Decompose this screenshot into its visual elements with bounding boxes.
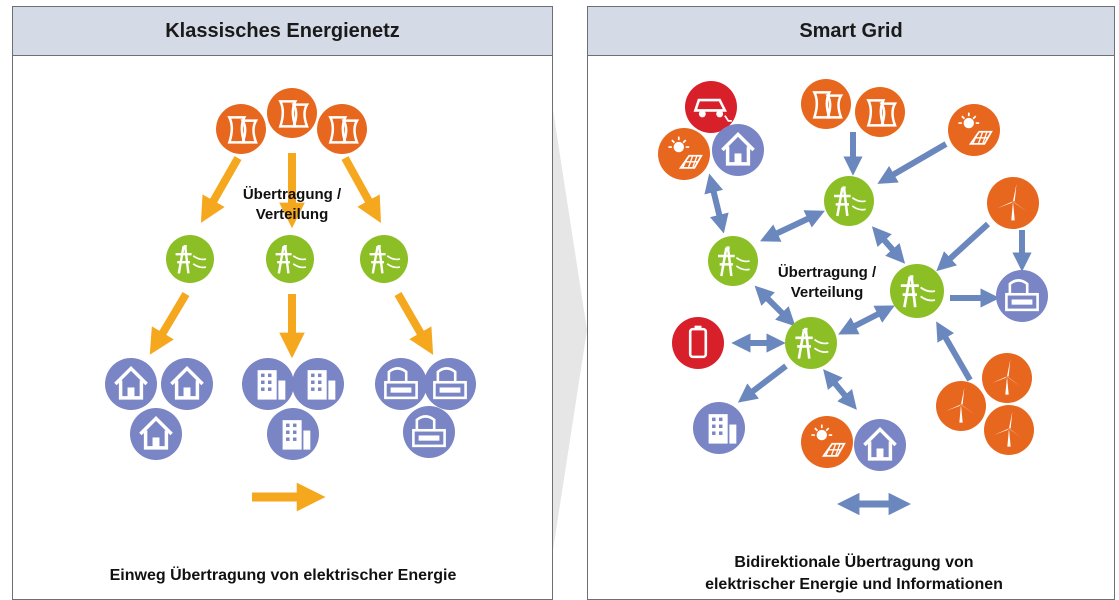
power-tower-icon	[166, 235, 214, 283]
transition-wedge	[553, 110, 587, 550]
classic-power-plant-icons	[216, 88, 367, 154]
classic-industry-icons	[375, 358, 476, 458]
cooling-tower-icon	[216, 104, 266, 154]
office-building-icon	[267, 408, 319, 460]
cooling-tower-icon	[855, 87, 905, 137]
power-tower-icon	[266, 235, 314, 283]
power-tower-icon	[785, 317, 837, 369]
power-tower-icon	[824, 176, 874, 226]
power-tower-icon	[890, 264, 944, 318]
classic-grid-tower-icons	[166, 235, 408, 283]
wind-turbine-icon	[987, 177, 1039, 229]
solar-icon	[801, 416, 853, 468]
wind-farm-icons	[936, 353, 1034, 455]
wind-turbine-icon	[936, 381, 986, 431]
classic-grid-title: Klassisches Energienetz	[13, 7, 552, 56]
smart-caption-1: Bidirektionale Übertragung von	[734, 552, 973, 571]
wind-turbine-icon	[984, 405, 1034, 455]
office-building-icon	[292, 358, 344, 410]
smart-grid-tower-icons	[708, 176, 944, 369]
smart-center-label-1: Übertragung /	[778, 264, 877, 281]
classic-center-label-2: Verteilung	[256, 206, 329, 223]
office-building-icon	[693, 402, 745, 454]
battery-icon	[672, 317, 724, 369]
house-icon	[130, 408, 182, 460]
power-tower-icon	[708, 236, 758, 286]
classic-building-icons	[242, 358, 344, 460]
classic-oneway-arrows	[149, 153, 434, 359]
cooling-tower-icon	[317, 104, 367, 154]
factory-icon	[996, 270, 1048, 322]
smart-center-label-2: Verteilung	[791, 284, 864, 301]
cooling-tower-icon	[801, 79, 851, 129]
office-building-icon	[242, 358, 294, 410]
smart-grid-title: Smart Grid	[588, 7, 1114, 56]
cooling-tower-icon	[267, 88, 317, 138]
factory-icon	[403, 406, 455, 458]
factory-icon	[424, 358, 476, 410]
classic-household-icons	[105, 358, 213, 460]
solar-icon	[948, 104, 1000, 156]
smart-caption-2: elektrischer Energie und Informationen	[705, 576, 1003, 593]
classic-center-label-1: Übertragung /	[243, 186, 342, 203]
power-tower-icon	[360, 235, 408, 283]
electric-car-icon	[685, 81, 737, 133]
house-icon	[161, 358, 213, 410]
wind-turbine-icon	[982, 353, 1032, 403]
house-icon	[712, 124, 764, 176]
classic-caption: Einweg Übertragung von elektrischer Ener…	[110, 565, 457, 584]
house-icon	[854, 419, 906, 471]
solar-icon	[658, 128, 710, 180]
smart-power-plant-icons	[801, 79, 905, 137]
factory-icon	[375, 358, 427, 410]
smart-bidirectional-arrows	[704, 132, 1032, 410]
house-icon	[105, 358, 157, 410]
